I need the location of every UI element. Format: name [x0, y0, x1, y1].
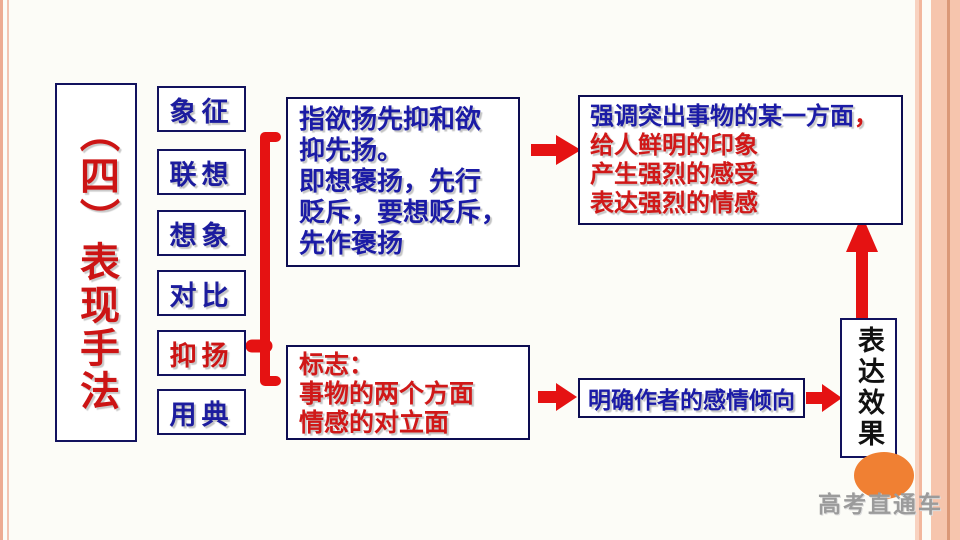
effect-box: 强调突出事物的某一方面， 给人鲜明的印象 产生强烈的感受 表达强烈的情感 — [578, 95, 903, 225]
right-border-stripe-thin — [919, 0, 922, 540]
technique-label: 对比 — [169, 280, 234, 311]
title-box: （四）表现手法 — [55, 83, 137, 442]
marker-line: 标志： — [299, 351, 375, 379]
definition-line: 先作褒扬 — [299, 228, 404, 258]
definition-line: 抑先扬。 — [299, 135, 404, 165]
watermark-text: 高考直通车 — [818, 491, 943, 517]
technique-label: 想象 — [169, 220, 234, 251]
technique-box-duibi: 对比 — [157, 270, 246, 316]
right-border-band — [931, 0, 960, 540]
effect-line: 给人鲜明的印象 — [590, 132, 758, 159]
result-text: 表达效果 — [853, 326, 884, 450]
arrow-result-to-effect — [846, 215, 878, 318]
slide-title: （四）表现手法 — [73, 112, 120, 413]
attitude-text: 明确作者的感情倾向 — [588, 387, 795, 413]
marker-line: 事物的两个方面 — [299, 380, 475, 408]
orange-ellipse-decoration — [854, 452, 914, 499]
left-border-stripe-thin — [7, 0, 9, 540]
definition-line: 贬斥，要想贬斥， — [299, 197, 508, 227]
technique-label: 象征 — [169, 96, 234, 127]
technique-box-xiangxiang: 想象 — [157, 210, 246, 256]
effect-line-1-comma: ， — [854, 103, 878, 130]
technique-box-yiyang: 抑扬 — [157, 330, 246, 376]
arrow-marker-to-attitude — [538, 383, 577, 411]
arrow-definition-to-effect — [531, 135, 581, 165]
attitude-box: 明确作者的感情倾向 — [578, 378, 805, 418]
technique-label: 用典 — [169, 399, 234, 430]
technique-label: 抑扬 — [169, 340, 234, 371]
definition-line: 指欲扬先抑和欲 — [299, 104, 482, 134]
effect-line: 产生强烈的感受 — [590, 161, 758, 188]
technique-label: 联想 — [169, 159, 234, 190]
bracket-connector — [260, 132, 281, 386]
definition-box: 指欲扬先抑和欲 抑先扬。 即想褒扬，先行 贬斥，要想贬斥， 先作褒扬 — [286, 97, 520, 267]
result-box: 表达效果 — [840, 318, 897, 458]
right-border-band-dark-line — [947, 0, 950, 540]
effect-line-1-text: 强调突出事物的某一方面 — [590, 103, 854, 130]
definition-line: 即想褒扬，先行 — [299, 166, 482, 196]
technique-box-yongdian: 用典 — [157, 389, 246, 435]
right-border-stripe-pale — [915, 0, 919, 540]
effect-line-1: 强调突出事物的某一方面， — [590, 102, 901, 131]
arrow-attitude-to-result — [806, 384, 842, 412]
marker-line: 情感的对立面 — [299, 409, 450, 437]
technique-box-xiangzheng: 象征 — [157, 86, 246, 132]
technique-box-lianxiang: 联想 — [157, 149, 246, 195]
effect-line: 表达强烈的情感 — [590, 190, 758, 217]
left-border-stripe — [0, 0, 3, 540]
marker-box: 标志： 事物的两个方面 情感的对立面 — [286, 345, 530, 440]
